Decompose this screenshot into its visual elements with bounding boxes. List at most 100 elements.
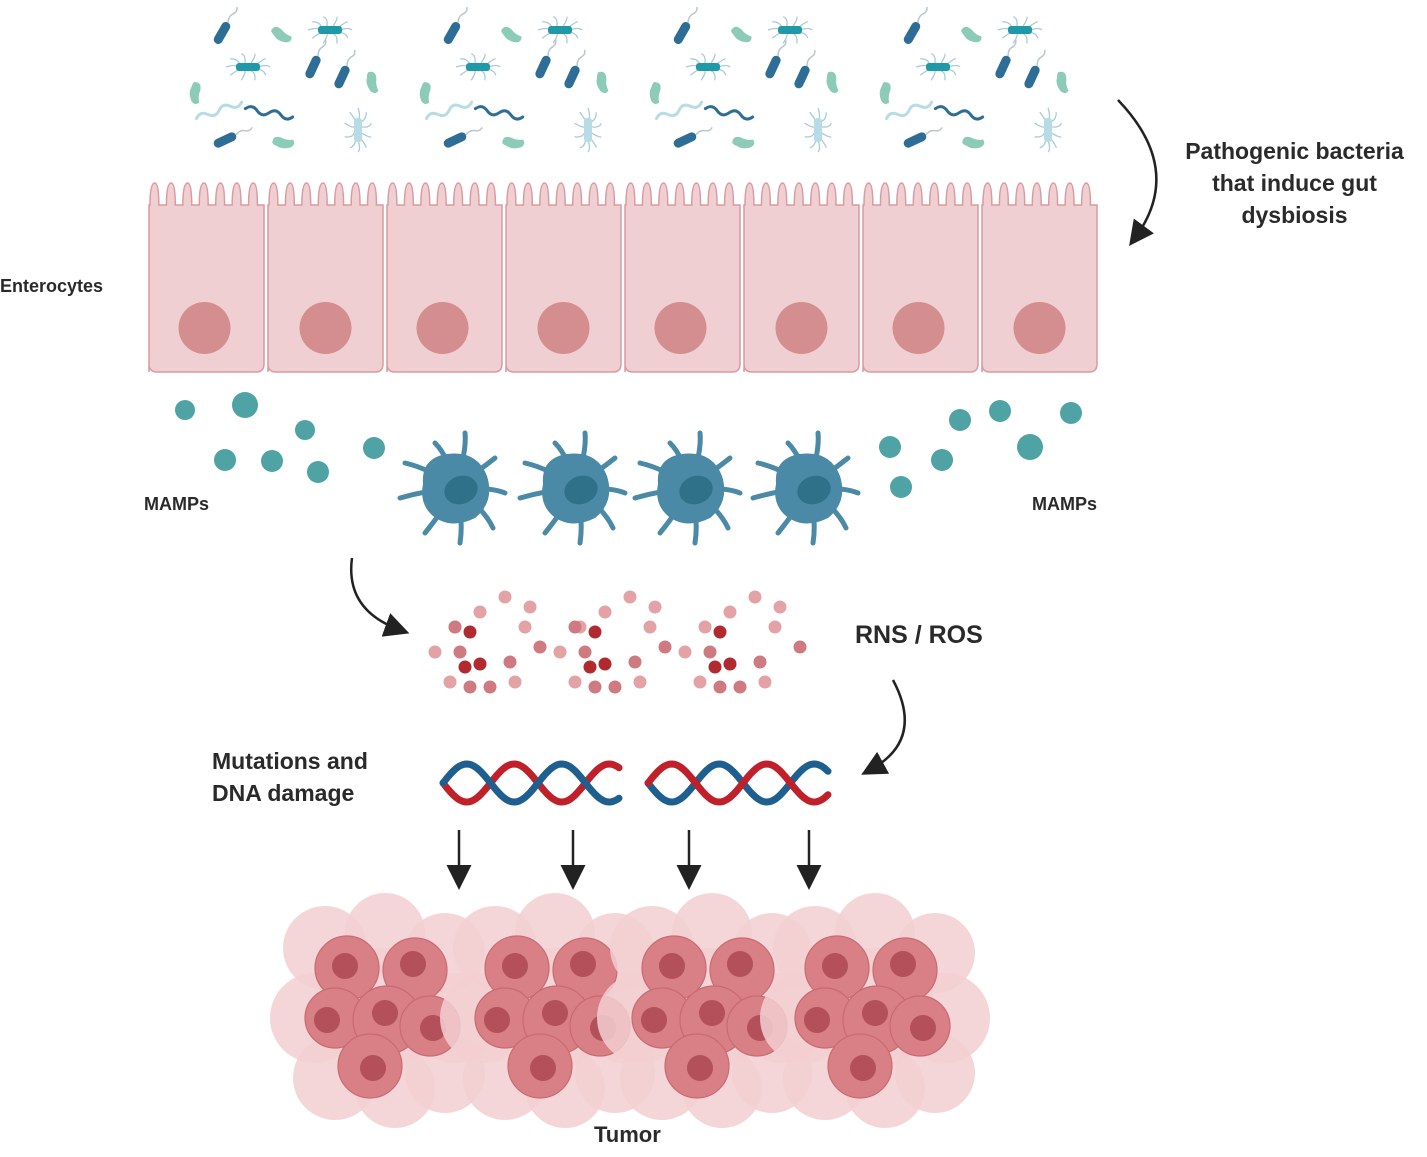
bacterium-icon bbox=[885, 100, 934, 121]
ros-cluster bbox=[428, 590, 537, 694]
bacterium-icon bbox=[501, 26, 522, 43]
mutations-dna-damage-label: Mutations and DNA damage bbox=[212, 748, 368, 806]
enterocyte-cell bbox=[743, 182, 860, 373]
pathogenic-bacteria-label: Pathogenic bacteria that induce gut dysb… bbox=[1185, 138, 1404, 228]
enterocyte-nucleus bbox=[1013, 302, 1066, 354]
mamp-particle bbox=[949, 409, 971, 431]
bacterium-icon bbox=[1034, 107, 1062, 153]
mamps-layer bbox=[175, 392, 1082, 498]
bacterium-icon bbox=[213, 6, 238, 44]
ros-particle bbox=[473, 657, 487, 671]
ros-particle bbox=[553, 645, 567, 659]
bacterium-icon bbox=[903, 6, 928, 44]
ros-particle bbox=[458, 660, 472, 674]
immune-cell-nucleus bbox=[679, 475, 713, 505]
tumor-cell-nucleus bbox=[641, 1007, 667, 1033]
ros-particle bbox=[678, 645, 692, 659]
enterocyte-membrane bbox=[862, 182, 979, 373]
bacterium-icon bbox=[189, 82, 201, 105]
ros-particle bbox=[588, 680, 602, 694]
mamp-particle bbox=[890, 476, 912, 498]
immune-cell-icon bbox=[750, 430, 861, 546]
ros-particle bbox=[748, 590, 762, 604]
mamp-particle bbox=[1060, 402, 1082, 424]
immune-cell-nucleus bbox=[564, 475, 598, 505]
enterocyte-nucleus bbox=[892, 302, 945, 354]
ros-particle bbox=[623, 590, 637, 604]
enterocyte-cell bbox=[624, 182, 741, 373]
tumor-cell-nucleus bbox=[372, 1000, 398, 1026]
bacterium-icon bbox=[794, 49, 816, 89]
enterocyte-nucleus bbox=[416, 302, 469, 354]
mamps-label-right: MAMPs bbox=[1032, 494, 1098, 514]
enterocyte-membrane bbox=[267, 182, 384, 373]
ros-particle bbox=[713, 625, 727, 639]
bacterium-icon bbox=[272, 136, 295, 149]
bacterium-icon bbox=[271, 26, 292, 43]
enterocyte-nucleus bbox=[178, 302, 231, 354]
ros-particle bbox=[713, 680, 727, 694]
bacterium-icon bbox=[673, 126, 713, 148]
ros-cluster bbox=[553, 590, 662, 694]
tumor-cell-nucleus bbox=[314, 1007, 340, 1033]
bacterium-icon bbox=[473, 105, 525, 121]
bacterium-icon bbox=[305, 39, 327, 79]
bacteria-cluster bbox=[189, 6, 379, 153]
ros-particle bbox=[793, 640, 807, 654]
ros-particle bbox=[473, 605, 487, 619]
bacterium-icon bbox=[655, 100, 704, 121]
bacterium-icon bbox=[425, 100, 474, 121]
enterocyte-cell bbox=[267, 182, 384, 373]
tumor-cell-nucleus bbox=[530, 1055, 556, 1081]
ros-particle bbox=[453, 645, 467, 659]
ros-particle bbox=[648, 600, 662, 614]
bacterium-icon bbox=[419, 82, 431, 105]
ros-particle bbox=[598, 657, 612, 671]
bacterium-icon bbox=[213, 126, 253, 148]
dna-strand-blue bbox=[439, 760, 623, 806]
immune-cell-nucleus bbox=[797, 475, 831, 505]
enterocyte-membrane bbox=[981, 182, 1098, 373]
bacterium-icon bbox=[765, 39, 787, 79]
bacterium-icon bbox=[502, 136, 525, 149]
ros-layer bbox=[428, 590, 807, 694]
ros-particle bbox=[643, 620, 657, 634]
curved-arrow-mamps-to-ros bbox=[349, 557, 410, 637]
enterocyte-cell bbox=[981, 182, 1098, 373]
enterocyte-cell bbox=[386, 182, 503, 373]
tumor-cell-nucleus bbox=[360, 1055, 386, 1081]
ros-particle bbox=[583, 660, 597, 674]
ros-particle bbox=[698, 620, 712, 634]
tumor-cell-nucleus bbox=[727, 951, 753, 977]
ros-particle bbox=[463, 680, 477, 694]
bacterium-icon bbox=[535, 39, 557, 79]
bacterium-icon bbox=[826, 71, 839, 94]
immune-cell-icon bbox=[397, 430, 508, 546]
bacteria-layer bbox=[189, 6, 1069, 153]
bacterium-icon bbox=[334, 49, 356, 89]
curved-arrow-ros-to-dna bbox=[861, 679, 907, 775]
bacterium-icon bbox=[366, 71, 379, 94]
immune-cell-icon bbox=[632, 430, 743, 546]
bacterium-icon bbox=[731, 26, 752, 43]
ros-particle bbox=[633, 675, 647, 689]
dna-strand-red bbox=[644, 760, 832, 806]
bacterium-icon bbox=[344, 107, 372, 153]
bacterium-icon bbox=[732, 136, 755, 149]
ros-particle bbox=[448, 620, 462, 634]
tumor-cell-nucleus bbox=[400, 951, 426, 977]
tumor-cell-nucleus bbox=[332, 953, 358, 979]
ros-particle bbox=[578, 645, 592, 659]
bacterium-icon bbox=[903, 126, 943, 148]
ros-particle bbox=[503, 655, 517, 669]
tumor-cell-nucleus bbox=[862, 1000, 888, 1026]
ros-particle bbox=[768, 620, 782, 634]
tumor-mass bbox=[760, 893, 990, 1128]
immune-cell-nucleus bbox=[444, 475, 478, 505]
ros-particle bbox=[483, 680, 497, 694]
curved-arrow-bacteria-to-cells bbox=[1117, 99, 1158, 247]
bacterium-icon bbox=[564, 49, 586, 89]
ros-particle bbox=[443, 675, 457, 689]
tumor-cell-nucleus bbox=[910, 1015, 936, 1041]
immune-cell-icon bbox=[517, 430, 628, 546]
